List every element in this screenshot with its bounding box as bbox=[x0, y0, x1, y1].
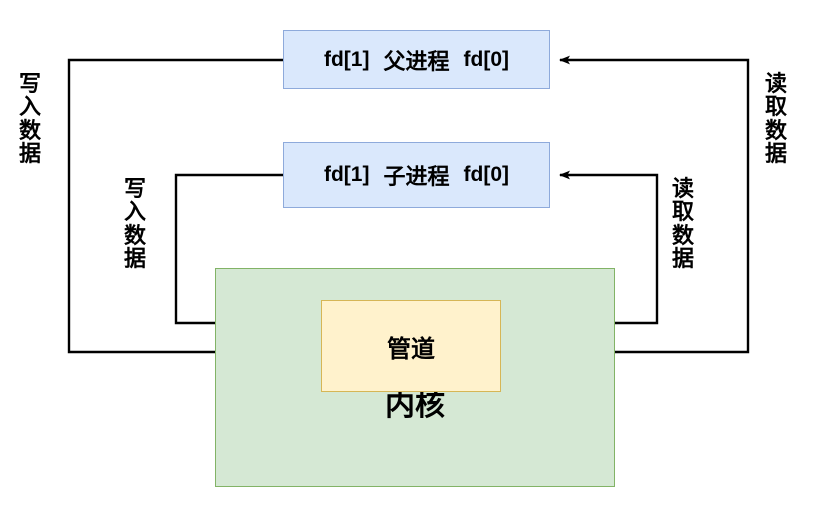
edge-pipe-to-parent-read bbox=[501, 55, 750, 354]
edge-label-child-read: 读取数据 bbox=[671, 176, 694, 271]
child-fd-read-label: fd[0] bbox=[463, 163, 510, 186]
edge-parent-write-to-pipe bbox=[67, 58, 314, 357]
parent-process-box: fd[1] 父进程 fd[0] bbox=[283, 30, 550, 89]
parent-process-name: 父进程 bbox=[383, 48, 450, 74]
child-process-box: fd[1] 子进程 fd[0] bbox=[283, 142, 550, 208]
edge-label-parent-read: 读取数据 bbox=[764, 71, 787, 166]
parent-fd-write-label: fd[1] bbox=[323, 47, 370, 71]
parent-fd-read-label: fd[0] bbox=[463, 47, 510, 71]
child-process-name: 子进程 bbox=[383, 164, 450, 189]
edge-label-child-write: 写入数据 bbox=[123, 176, 146, 271]
child-fd-write-label: fd[1] bbox=[323, 163, 370, 186]
pipe-box: 管道 bbox=[321, 300, 501, 392]
edge-label-parent-write: 写入数据 bbox=[18, 71, 41, 166]
pipe-label: 管道 bbox=[387, 335, 435, 363]
kernel-label: 内核 bbox=[385, 389, 445, 422]
